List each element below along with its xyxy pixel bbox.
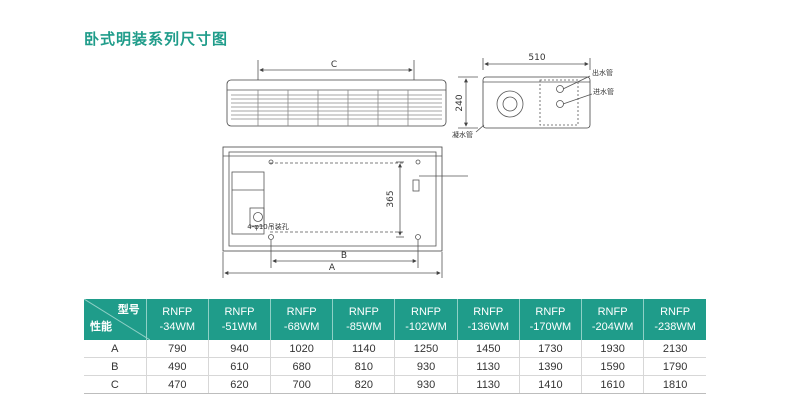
hole-label: 4-φ10吊装孔 [247,222,289,231]
table-cell: 1390 [518,357,582,376]
corner-label-performance: 性能 [90,321,112,333]
table-cell: 620 [207,375,271,394]
table-header-row: 型号 性能 RNFP-34WM RNFP-51WM RNFP-68WM RNFP… [84,299,706,340]
model-header: RNFP-85WM [332,299,395,340]
model-header: RNFP-204WM [580,299,644,340]
inlet-label: 进水管 [593,87,614,96]
table-cell: 1020 [270,340,333,358]
table-cell: 1250 [394,340,458,358]
dimension-drawing: C 510 240 出水管 进水管 凝水管 [222,53,614,278]
table-cell: 1810 [643,375,706,394]
table-row: B 490 610 680 810 930 1130 1390 1590 179… [84,357,706,376]
table-cell: 1610 [580,375,644,394]
model-header: RNFP-102WM [394,299,458,340]
bottom-height-label: 365 [386,190,396,207]
table-cell: 1410 [518,375,582,394]
side-view [458,58,593,133]
table-cell: 680 [270,357,333,376]
table-cell: 1140 [332,340,395,358]
row-label: C [84,375,147,394]
table-row: C 470 620 700 820 930 1130 1410 1610 181… [84,375,706,394]
table-cell: 820 [332,375,395,394]
table-cell: 490 [145,357,209,376]
model-header: RNFP-136WM [456,299,520,340]
table-cell: 700 [270,375,333,394]
side-width-label: 510 [528,53,545,63]
model-header: RNFP-238WM [643,299,706,340]
side-height-label: 240 [455,94,465,111]
spec-table: 型号 性能 RNFP-34WM RNFP-51WM RNFP-68WM RNFP… [84,299,706,394]
corner-label-model: 型号 [117,304,140,316]
table-cell: 1450 [456,340,520,358]
model-header: RNFP-68WM [270,299,333,340]
table-cell: 940 [207,340,271,358]
table-corner-cell: 型号 性能 [84,299,150,340]
drain-label: 凝水管 [452,130,473,139]
dim-a-label: A [329,263,336,273]
model-header: RNFP-170WM [518,299,582,340]
table-cell: 610 [207,357,271,376]
bottom-view [222,146,468,278]
table-cell: 810 [332,357,395,376]
outlet-label: 出水管 [592,68,613,77]
table-cell: 790 [145,340,209,358]
table-cell: 1930 [580,340,644,358]
corner-diagonal [84,299,150,340]
table-cell: 1790 [643,357,706,376]
model-header: RNFP-34WM [145,299,209,340]
table-cell: 930 [394,357,458,376]
model-header: RNFP-51WM [207,299,271,340]
table-cell: 2130 [643,340,706,358]
table-cell: 1730 [518,340,582,358]
row-label: A [84,340,147,358]
dim-b-label: B [341,251,347,261]
table-cell: 1590 [580,357,644,376]
page-title: 卧式明装系列尺寸图 [84,30,229,48]
row-label: B [84,357,147,376]
front-view [226,60,447,127]
table-cell: 1130 [456,357,520,376]
dim-c-label: C [331,60,337,70]
table-cell: 930 [394,375,458,394]
table-row: A 790 940 1020 1140 1250 1450 1730 1930 … [84,340,706,358]
table-cell: 470 [145,375,209,394]
table-cell: 1130 [456,375,520,394]
